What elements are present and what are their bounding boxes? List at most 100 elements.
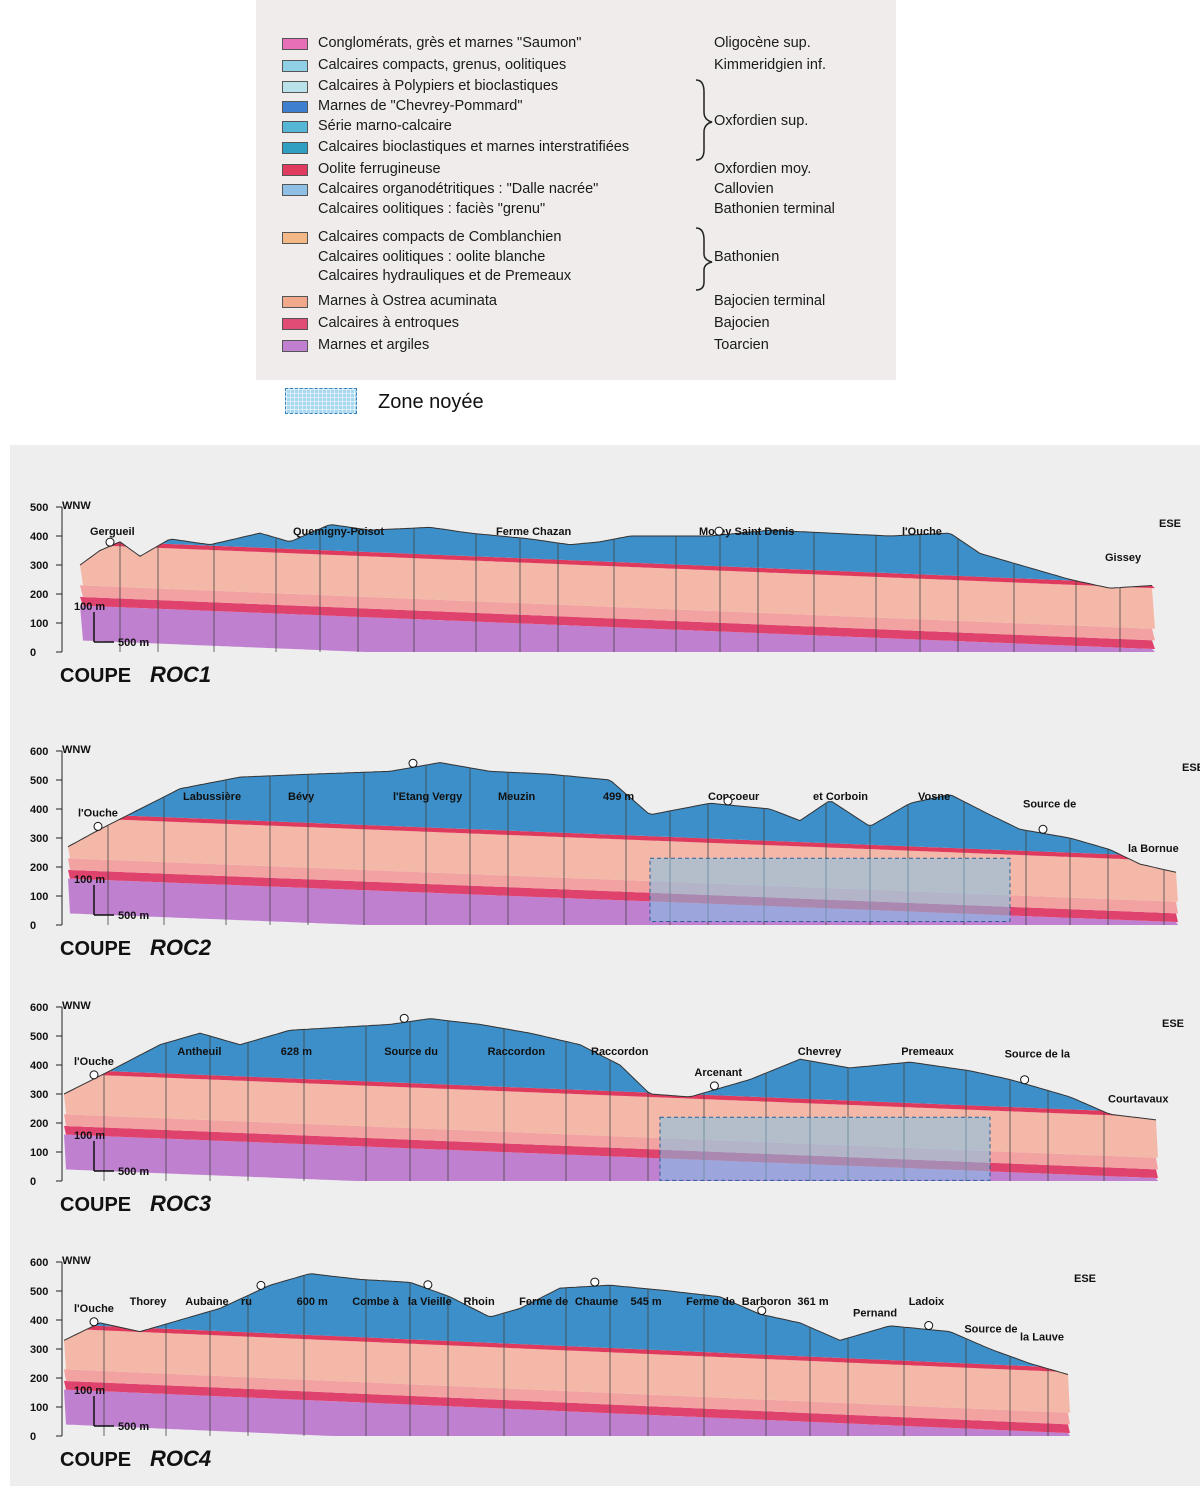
- legend-label: Calcaires à entroques: [318, 315, 460, 331]
- place-label: 361 m: [797, 1296, 828, 1308]
- place-label: Labussière: [183, 791, 241, 803]
- legend-age: Bajocien: [714, 315, 770, 331]
- legend-swatch: [282, 318, 308, 330]
- spring-icon: [723, 796, 733, 806]
- layer-oolite-ferrugineuse: [80, 542, 1155, 589]
- y-tick-label: 500: [30, 1286, 48, 1298]
- legend-item: Calcaires compacts de Comblanchien: [256, 228, 896, 248]
- scale-horizontal-label: 500 m: [118, 1421, 149, 1433]
- legend-label: Marnes et argiles: [318, 337, 430, 353]
- legend-age: Oxfordien moy.: [714, 161, 812, 177]
- layer-oxfordien: [64, 1273, 1070, 1376]
- y-tick-label: 400: [30, 1315, 48, 1327]
- place-label: l'Ouche: [78, 807, 118, 819]
- right-direction-label: ESE: [1159, 518, 1181, 530]
- spring-icon: [590, 1277, 600, 1287]
- spring-icon: [714, 526, 724, 536]
- legend-item: Calcaires compacts, grenus, oolitiques K…: [256, 56, 896, 76]
- y-tick-label: 300: [30, 833, 48, 845]
- y-tick-label: 500: [30, 1031, 48, 1043]
- place-label: Source de: [1023, 798, 1076, 810]
- zone-noyee-label: Zone noyée: [378, 391, 484, 413]
- place-label: Vosne: [918, 791, 950, 803]
- layer-marnes-argiles: [80, 605, 1155, 652]
- legend-item: Oolite ferrugineuse Oxfordien moy.: [256, 160, 896, 180]
- y-tick-label: 100: [30, 891, 48, 903]
- place-label: l'Ouche: [74, 1056, 114, 1068]
- legend-swatch: [282, 60, 308, 72]
- legend-swatch: [282, 296, 308, 308]
- section-title-prefix: COUPE: [60, 665, 131, 687]
- place-label: Chaume: [575, 1296, 618, 1308]
- spring-icon: [256, 1280, 266, 1290]
- legend-swatch: [282, 101, 308, 113]
- left-direction-label: WNW: [62, 1255, 91, 1267]
- layer-oxfordien: [68, 762, 1178, 873]
- place-label: Ladoix: [909, 1296, 945, 1308]
- bracket-oxfordien: [695, 79, 713, 161]
- legend-item: Marnes de "Chevrey-Pommard": [256, 97, 896, 117]
- spring-icon: [408, 758, 418, 768]
- y-tick-label: 200: [30, 1118, 48, 1130]
- layer-calcaires-comblanchien: [80, 546, 1155, 629]
- legend-label: Calcaires oolitiques : faciès "grenu": [318, 201, 546, 217]
- section-title-name: ROC3: [150, 1191, 211, 1216]
- place-label: Source du: [384, 1046, 438, 1058]
- legend-age: Oligocène sup.: [714, 35, 811, 51]
- scale-horizontal-label: 500 m: [118, 910, 149, 922]
- layer-marnes-argiles: [64, 1389, 1070, 1436]
- y-tick-label: 200: [30, 589, 48, 601]
- legend-swatch: [282, 38, 308, 50]
- legend-swatch: [282, 232, 308, 244]
- legend-label: Marnes de "Chevrey-Pommard": [318, 98, 523, 114]
- place-label: Rhoin: [464, 1296, 495, 1308]
- place-label: 600 m: [297, 1296, 328, 1308]
- place-label: Ferme de: [519, 1296, 568, 1308]
- scale-horizontal-label: 500 m: [118, 1166, 149, 1178]
- y-tick-label: 400: [30, 531, 48, 543]
- place-label: Thorey: [130, 1296, 168, 1308]
- legend-label: Calcaires compacts, grenus, oolitiques: [318, 57, 567, 73]
- y-tick-label: 0: [30, 647, 36, 659]
- legend-swatch: [282, 81, 308, 93]
- legend-item: Calcaires oolitiques : oolite blanche Ba…: [256, 248, 896, 268]
- layer-oolite-ferrugineuse: [64, 1071, 1158, 1121]
- scale-vertical-label: 100 m: [74, 601, 105, 613]
- layer-oxfordien: [80, 524, 1155, 589]
- legend-label: Marnes à Ostrea acuminata: [318, 293, 497, 309]
- legend-item: Conglomérats, grès et marnes "Saumon" Ol…: [256, 34, 896, 54]
- left-direction-label: WNW: [62, 500, 91, 512]
- layer-oolite-ferrugineuse: [64, 1325, 1070, 1376]
- left-direction-label: WNW: [62, 744, 91, 756]
- place-label: et Corboin: [813, 791, 868, 803]
- spring-icon: [924, 1321, 934, 1331]
- spring-icon: [1038, 824, 1048, 834]
- scale-vertical-label: 100 m: [74, 1130, 105, 1142]
- place-label: ru: [241, 1296, 252, 1308]
- spring-icon: [105, 537, 115, 547]
- spring-icon: [709, 1081, 719, 1091]
- legend-swatch: [282, 340, 308, 352]
- layer-calcaires-entroques: [80, 596, 1155, 650]
- legend-age: Bathonien: [714, 249, 780, 265]
- legend-item: Calcaires organodétritiques : "Dalle nac…: [256, 180, 896, 200]
- bracket-bathonien: [695, 227, 713, 291]
- layer-calcaires-entroques: [64, 1380, 1070, 1434]
- flooded-zone: [649, 857, 1011, 922]
- spring-icon: [399, 1013, 409, 1023]
- right-direction-label: ESE: [1074, 1273, 1096, 1285]
- section-title-prefix: COUPE: [60, 938, 131, 960]
- legend-age: Oxfordien sup.: [714, 113, 809, 129]
- place-label: Raccordon: [488, 1046, 546, 1058]
- section-title-name: ROC4: [150, 1446, 211, 1471]
- legend-brackets: [695, 79, 713, 291]
- y-tick-label: 500: [30, 502, 48, 514]
- legend-item: Série marno-calcaire Oxfordien sup.: [256, 113, 896, 137]
- legend-label: Calcaires oolitiques : oolite blanche: [318, 249, 546, 265]
- legend-item: Marnes à Ostrea acuminata Bajocien termi…: [256, 292, 896, 312]
- legend-swatch: [282, 121, 308, 133]
- place-label: Gergueil: [90, 526, 135, 538]
- place-label: Source de la: [1005, 1049, 1071, 1061]
- legend-age: Callovien: [714, 181, 774, 197]
